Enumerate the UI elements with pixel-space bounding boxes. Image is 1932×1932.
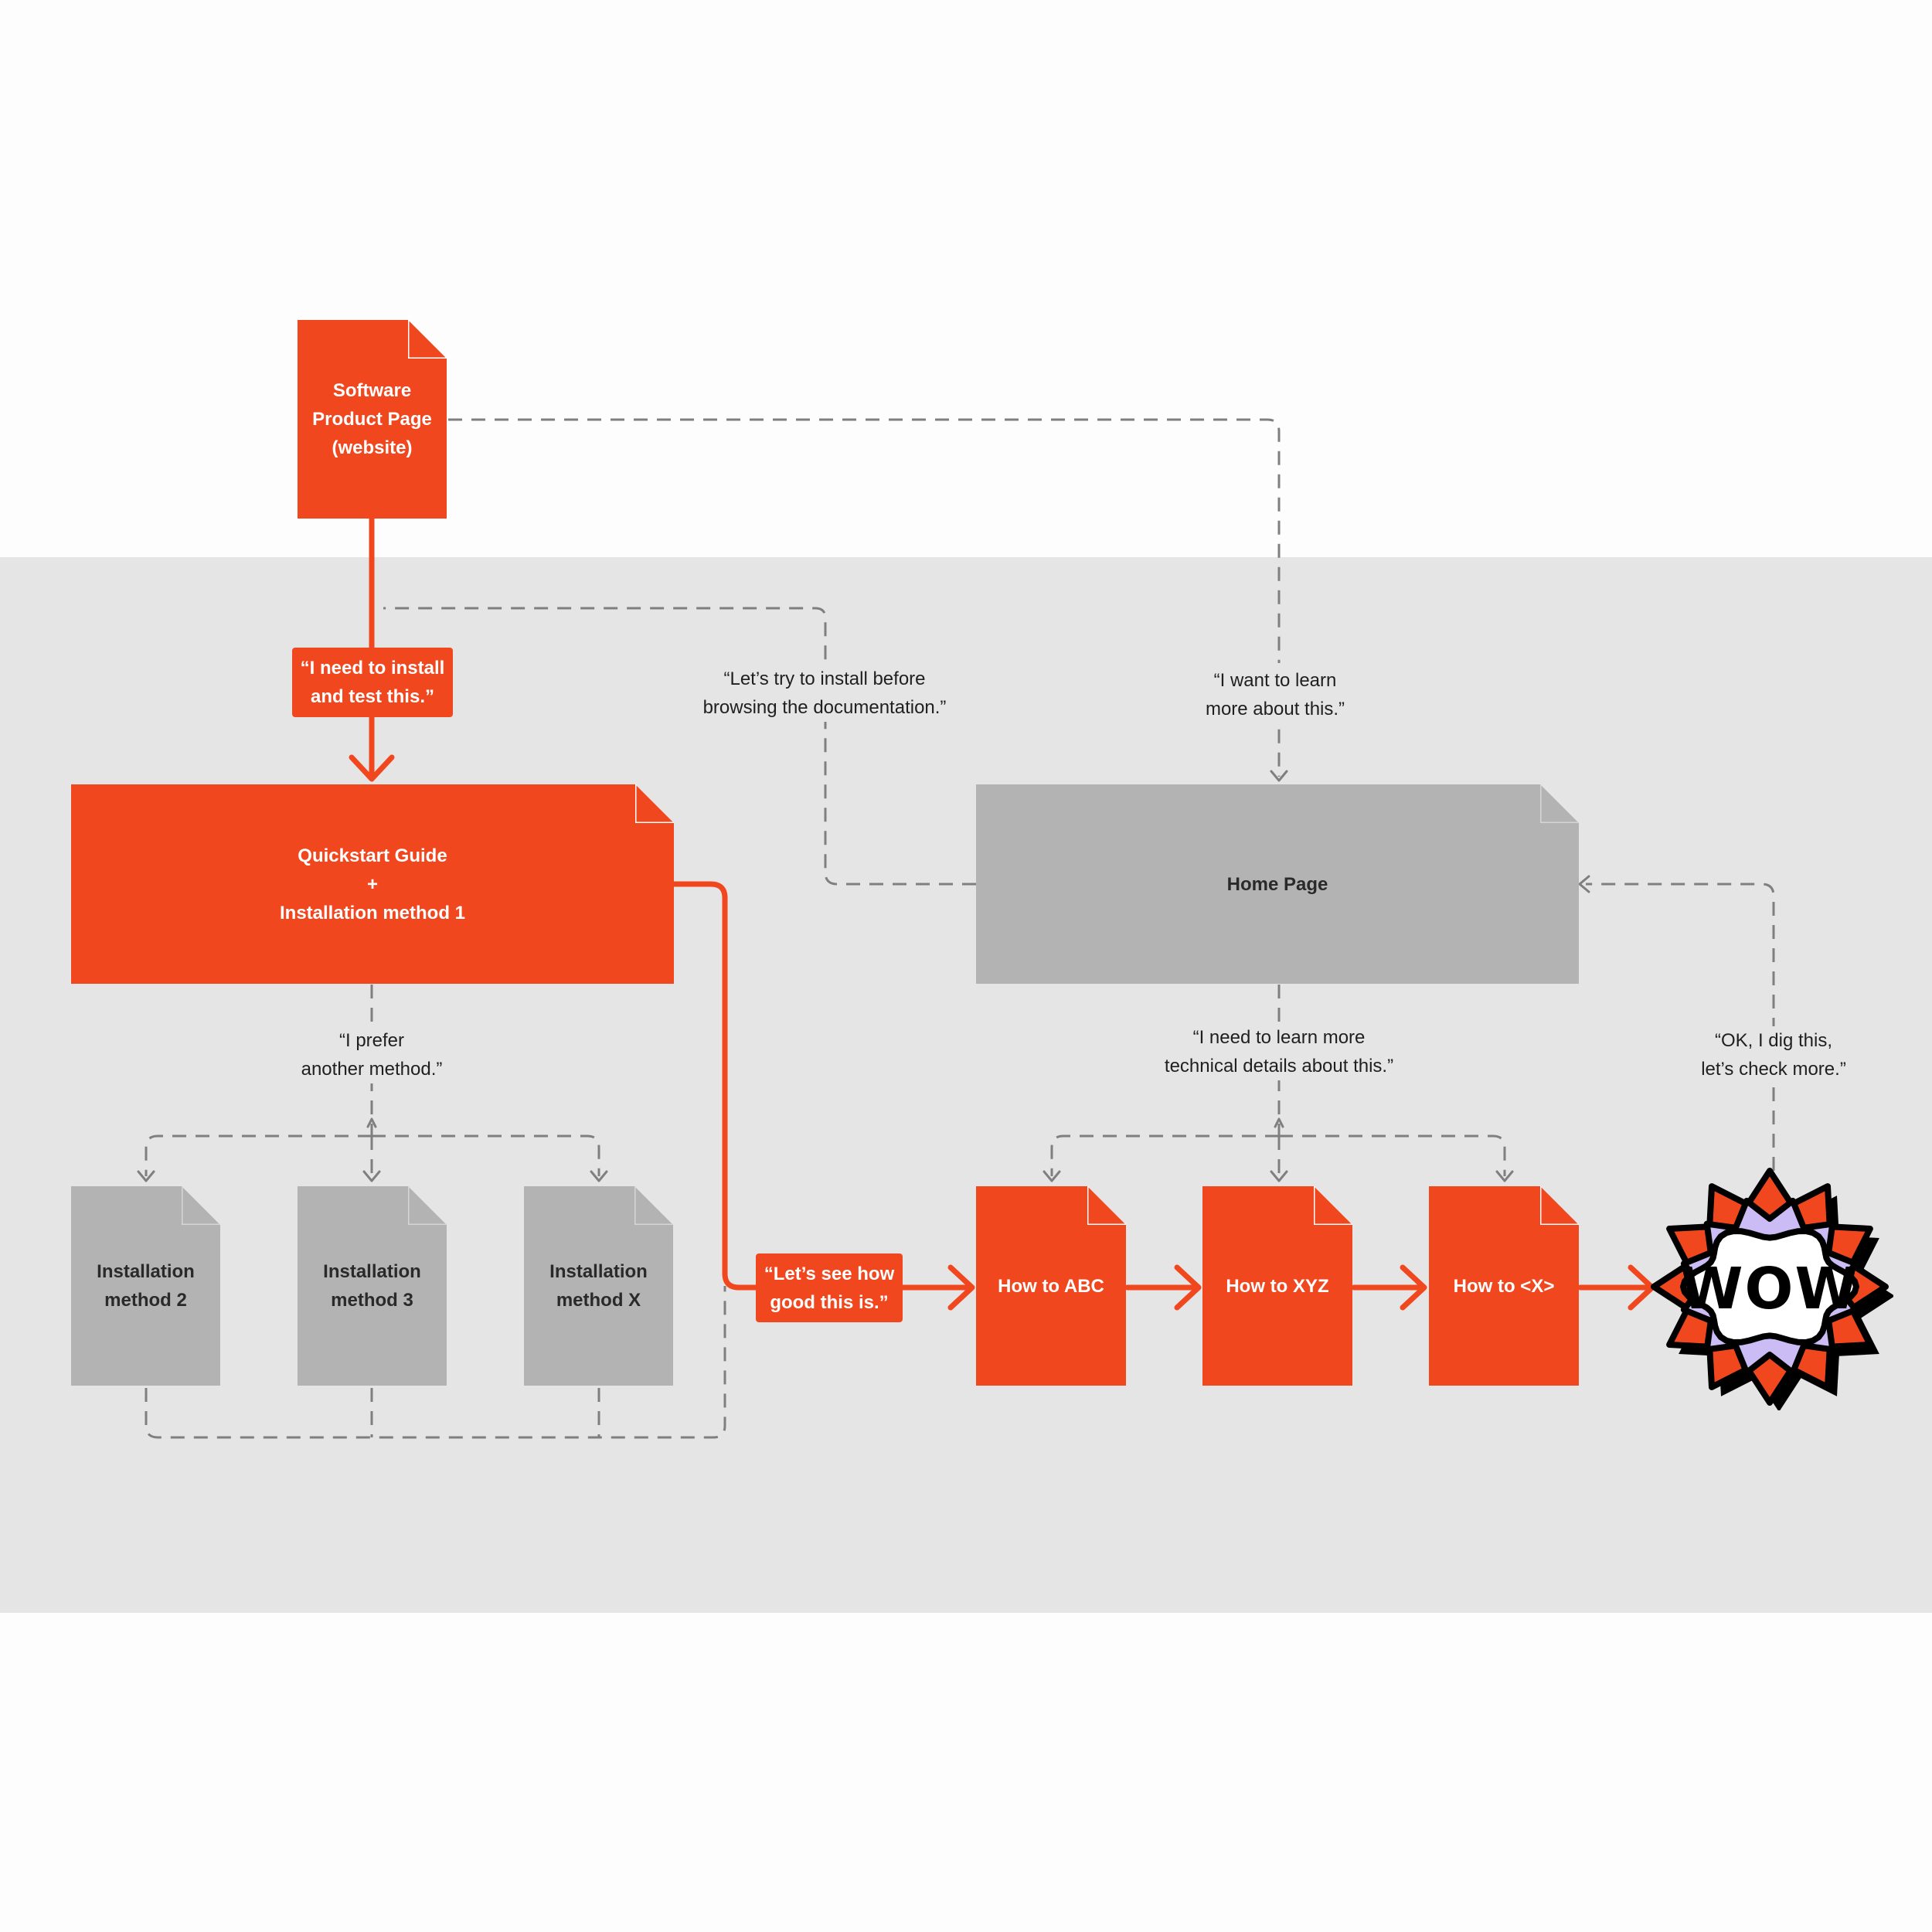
node-label: How to ABC: [998, 1275, 1104, 1297]
flow-quickstart-to-howto: [671, 881, 973, 1291]
connector-alternatives-return: [145, 1286, 726, 1439]
connector-howto-left: [1050, 1134, 1279, 1176]
node-label: Installation method 3: [323, 1261, 421, 1311]
node-label: Quickstart Guide + Installation method 1: [279, 845, 466, 923]
node-installation-method-2: Installation method 2: [71, 1186, 220, 1386]
arrowhead-branch-up-left: [366, 1117, 377, 1128]
node-label: Installation method 2: [97, 1261, 195, 1311]
arrowhead-methodx: [590, 1170, 608, 1182]
page-fold-icon: [1540, 784, 1579, 823]
page-fold-icon: [634, 1186, 673, 1225]
arrowhead-method2: [137, 1170, 155, 1182]
arrowhead-home-top: [1270, 770, 1288, 782]
node-how-to-x: How to <X>: [1429, 1186, 1579, 1386]
page-fold-icon: [1314, 1186, 1352, 1225]
arrowhead-branch-up-right: [1274, 1117, 1284, 1128]
arrowhead-howto-abc-solid: [947, 1264, 975, 1311]
arrowhead-howto-xyz: [1270, 1170, 1288, 1182]
arrowhead-xyz-solid: [1174, 1264, 1202, 1311]
node-label: Home Page: [1226, 873, 1328, 895]
connector-wow-to-home: [1586, 883, 1775, 1171]
node-label: How to <X>: [1453, 1275, 1555, 1297]
label-lets-try-install: “Let’s try to install before browsing th…: [698, 665, 951, 722]
node-software-product-page: Software Product Page (website): [298, 320, 447, 519]
node-installation-method-3: Installation method 3: [298, 1186, 447, 1386]
page-fold-icon: [1540, 1186, 1579, 1225]
node-installation-method-x: Installation method X: [524, 1186, 673, 1386]
label-see-how-good: “Let’s see how good this is.”: [756, 1253, 903, 1322]
label-dig-this: “OK, I dig this, let’s check more.”: [1696, 1026, 1851, 1083]
node-label: How to XYZ: [1226, 1275, 1329, 1297]
arrowhead-method3: [362, 1170, 381, 1182]
label-want-to-learn: “I want to learn more about this.”: [1200, 663, 1350, 726]
node-quickstart-guide: Quickstart Guide + Installation method 1: [71, 784, 674, 984]
arrowhead-quickstart: [349, 754, 395, 782]
arrowhead-x-solid: [1400, 1264, 1427, 1311]
page-fold-icon: [635, 784, 674, 823]
node-how-to-abc: How to ABC: [976, 1186, 1126, 1386]
node-label: Installation method X: [549, 1261, 648, 1311]
page-fold-icon: [408, 1186, 447, 1225]
connector-howto-right: [1279, 1134, 1506, 1176]
node-label: Software Product Page (website): [312, 380, 432, 458]
badge-text: WOW: [1680, 1256, 1859, 1322]
label-prefer-another: “I prefer another method.”: [296, 1026, 447, 1083]
node-how-to-xyz: How to XYZ: [1202, 1186, 1352, 1386]
node-home-page: Home Page: [976, 784, 1579, 984]
badge-inner: [1680, 1228, 1859, 1345]
page-fold-icon: [1087, 1186, 1126, 1225]
wow-starburst-icon: WOW: [1651, 1168, 1893, 1410]
label-need-to-install: “I need to install and test this.”: [292, 648, 453, 717]
arrowhead-howto-x: [1495, 1170, 1514, 1182]
arrowhead-home-right: [1578, 875, 1590, 893]
connector-product-to-home: [448, 418, 1281, 777]
page-fold-icon: [408, 320, 447, 359]
arrowhead-howto-abc: [1043, 1170, 1061, 1182]
connector-branch-right: [372, 1134, 600, 1176]
connector-branch-left: [145, 1134, 372, 1176]
page-fold-icon: [182, 1186, 220, 1225]
label-technical-details: “I need to learn more technical details …: [1159, 1023, 1399, 1080]
connector-home-to-quickstart: [383, 607, 976, 886]
